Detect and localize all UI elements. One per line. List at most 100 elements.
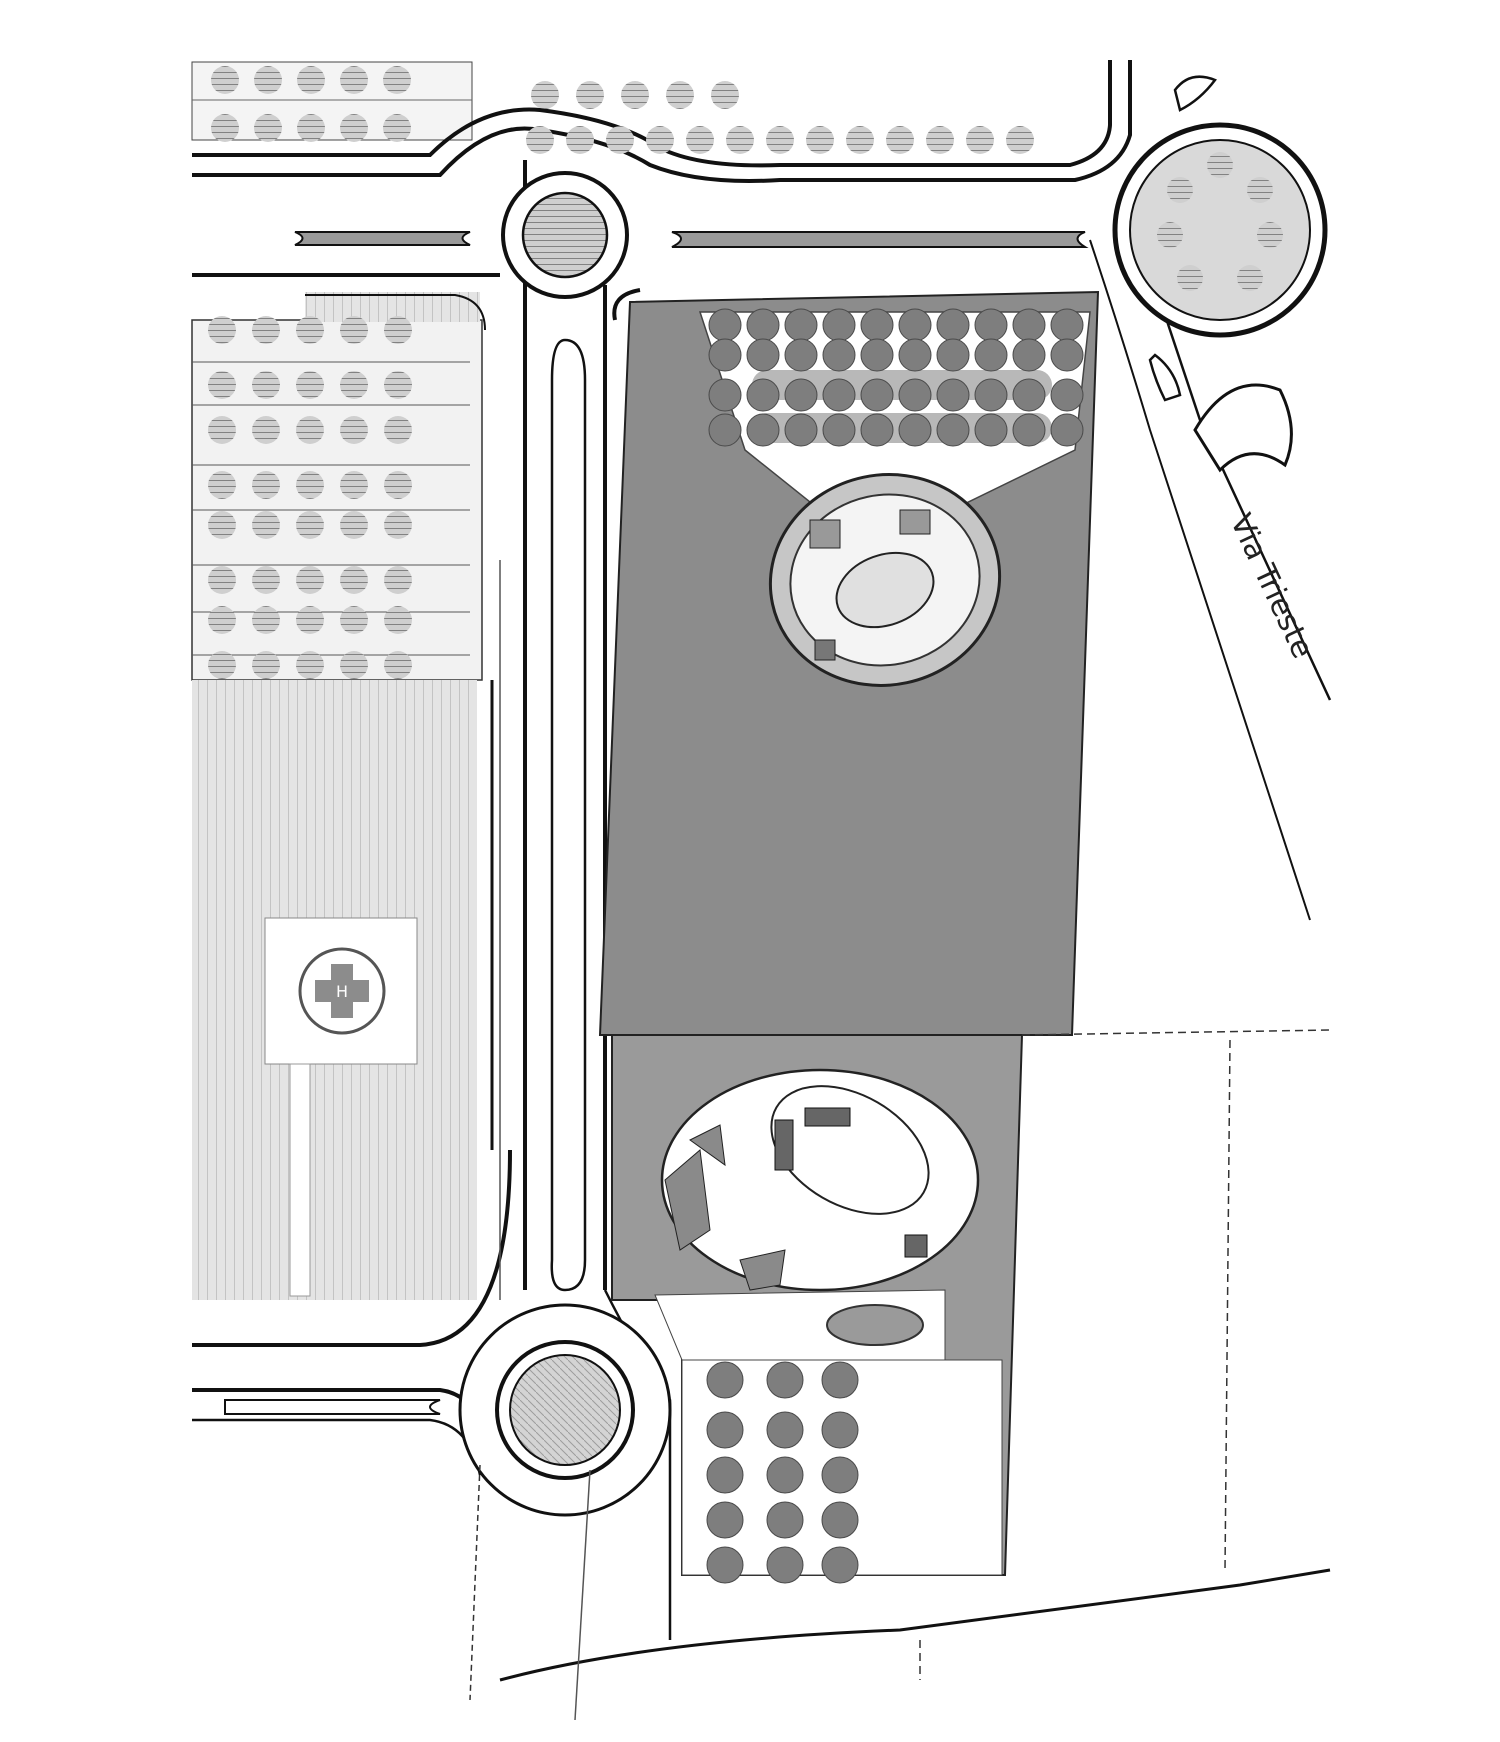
tree-icon: [296, 511, 324, 539]
tree-icon: [208, 606, 236, 634]
tree-icon: [822, 308, 856, 342]
tree-icon: [211, 66, 239, 94]
tree-icon: [340, 511, 368, 539]
island-east-1: [1148, 353, 1182, 402]
tree-icon: [340, 316, 368, 344]
tree-icon: [746, 308, 780, 342]
tree-icon: [966, 126, 994, 154]
tree-icon: [383, 66, 411, 94]
tree-icon: [208, 651, 236, 679]
median-south-west: [224, 1399, 441, 1415]
tree-icon: [340, 66, 368, 94]
tree-icon: [706, 1501, 744, 1539]
median-north-west: [294, 231, 471, 246]
tree-icon: [766, 1546, 804, 1584]
tree-icon: [531, 81, 559, 109]
tree-icon: [384, 471, 412, 499]
roundabout-south: [458, 1303, 672, 1517]
tree-icon: [708, 338, 742, 372]
tree-icon: [821, 1361, 859, 1399]
fields-east: [919, 1029, 1331, 1680]
tree-icon: [296, 471, 324, 499]
tree-icon: [1012, 413, 1046, 447]
tree-icon: [806, 126, 834, 154]
tree-icon: [706, 1411, 744, 1449]
tree-icon: [621, 81, 649, 109]
tree-icon: [860, 378, 894, 412]
tree-icon: [898, 308, 932, 342]
tree-icon: [254, 66, 282, 94]
tree-icon: [822, 338, 856, 372]
tree-icon: [384, 566, 412, 594]
tree-icon: [898, 338, 932, 372]
oval-building-north: [768, 473, 1002, 687]
tree-icon: [296, 416, 324, 444]
heliport: H: [264, 917, 418, 1297]
tree-icon: [974, 338, 1008, 372]
tree-icon: [974, 413, 1008, 447]
tree-icon: [297, 66, 325, 94]
service-path-south-2: [574, 1469, 591, 1721]
tree-icon: [706, 1456, 744, 1494]
tree-icon: [296, 316, 324, 344]
tree-icon: [252, 651, 280, 679]
tree-icon: [297, 114, 325, 142]
tree-icon: [296, 371, 324, 399]
tree-icon: [822, 378, 856, 412]
tree-icon: [606, 126, 634, 154]
tree-icon: [384, 316, 412, 344]
tree-icon: [821, 1411, 859, 1449]
tree-icon: [936, 378, 970, 412]
tree-icon: [340, 371, 368, 399]
tree-icon: [252, 371, 280, 399]
tree-icon: [784, 413, 818, 447]
tree-icon: [384, 511, 412, 539]
tree-icon: [384, 606, 412, 634]
central-median: [550, 338, 587, 1292]
tree-icon: [708, 308, 742, 342]
tree-icon: [766, 1361, 804, 1399]
tree-icon: [252, 471, 280, 499]
tree-icon: [898, 378, 932, 412]
tree-icon: [254, 114, 282, 142]
tree-icon: [1050, 308, 1084, 342]
tree-icon: [708, 378, 742, 412]
tree-icon: [1012, 308, 1046, 342]
tree-icon: [766, 126, 794, 154]
tree-icon: [936, 308, 970, 342]
tree-icon: [766, 1501, 804, 1539]
tree-icon: [784, 378, 818, 412]
tree-icon: [936, 338, 970, 372]
tree-icon: [340, 416, 368, 444]
tree-icon: [526, 126, 554, 154]
tree-icon: [576, 81, 604, 109]
tree-icon: [296, 566, 324, 594]
tree-icon: [706, 1546, 744, 1584]
tree-layer: [208, 66, 1084, 1584]
tree-icon: [708, 413, 742, 447]
tree-icon: [821, 1456, 859, 1494]
tree-icon: [926, 126, 954, 154]
tree-icon: [211, 114, 239, 142]
circular-building-south: [660, 1068, 980, 1292]
tree-icon: [340, 606, 368, 634]
tree-icon: [821, 1546, 859, 1584]
tree-icon: [846, 126, 874, 154]
tree-icon: [784, 308, 818, 342]
island-east-3: [1173, 75, 1217, 112]
tree-icon: [974, 308, 1008, 342]
tree-icon: [822, 413, 856, 447]
tree-icon: [1050, 413, 1084, 447]
tree-icon: [340, 566, 368, 594]
tree-icon: [1050, 338, 1084, 372]
tree-icon: [208, 416, 236, 444]
tree-icon: [208, 471, 236, 499]
tree-icon: [746, 413, 780, 447]
tree-icon: [208, 566, 236, 594]
tree-icon: [860, 308, 894, 342]
tree-icon: [974, 378, 1008, 412]
tree-icon: [860, 413, 894, 447]
tree-icon: [566, 126, 594, 154]
tree-icon: [252, 566, 280, 594]
tree-icon: [746, 338, 780, 372]
